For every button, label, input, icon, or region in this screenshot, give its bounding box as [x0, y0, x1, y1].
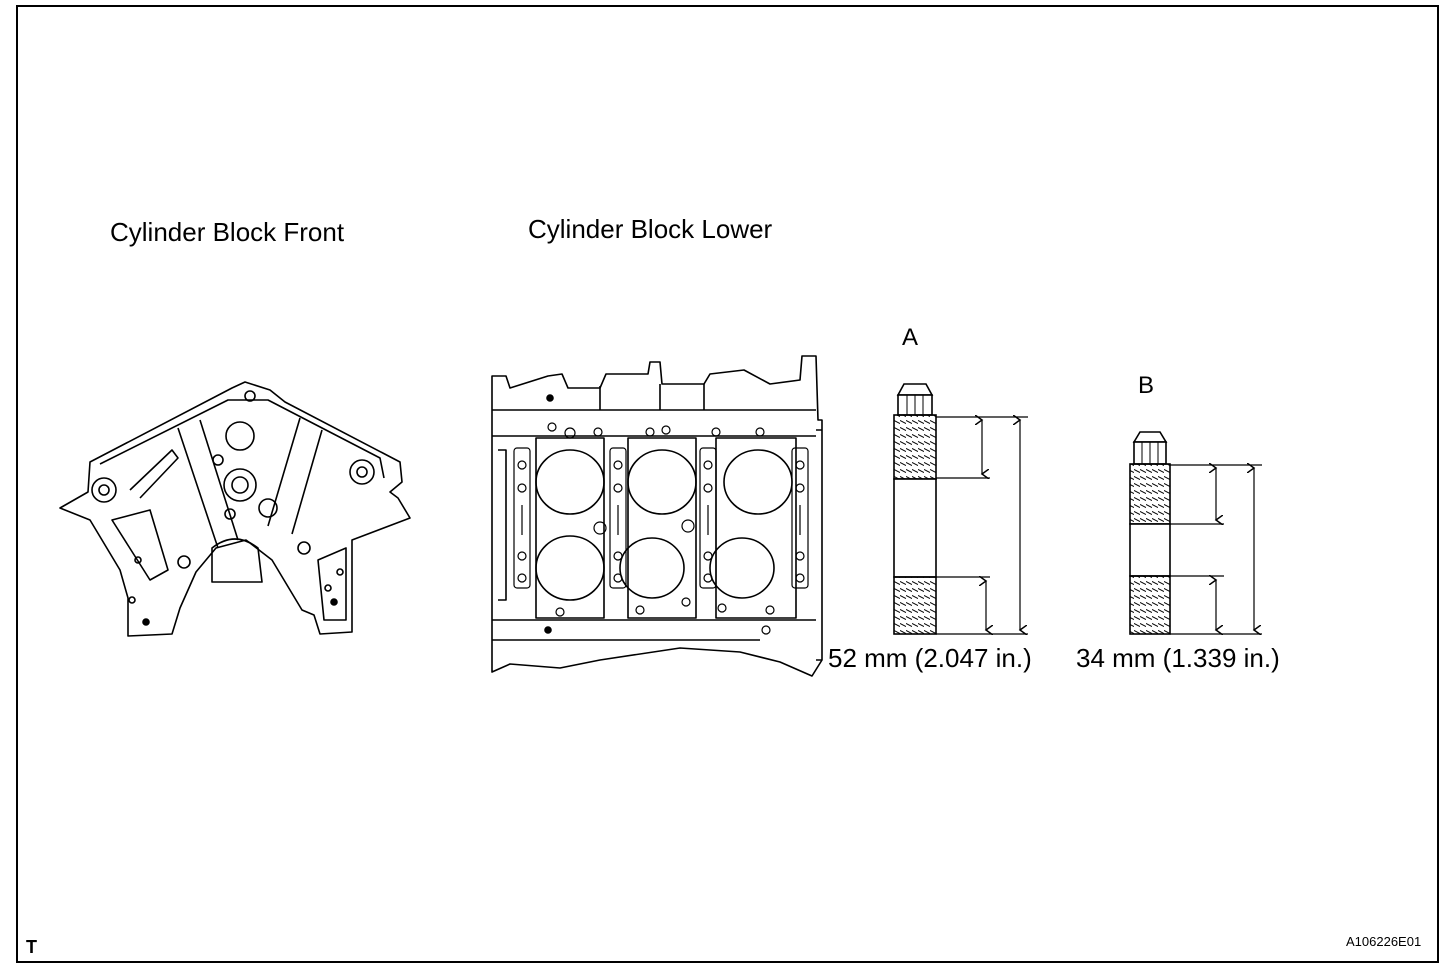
cylinder-block-lower-label: Cylinder Block Lower [528, 214, 773, 244]
engine-block-lower-drawing [491, 355, 823, 677]
corner-mark: T [26, 937, 37, 957]
stud-bolt-a-drawing [893, 383, 1028, 634]
figure-code: A106226E01 [1346, 934, 1422, 949]
stud-bolt-b-drawing [1129, 431, 1262, 634]
cylinder-block-front-label: Cylinder Block Front [110, 217, 345, 247]
bolt-a-label: A [902, 324, 919, 351]
bolt-b-label: B [1138, 372, 1155, 399]
figure-border [16, 5, 1439, 963]
bolt-b-length-label: 34 mm (1.339 in.) [1076, 643, 1280, 673]
engine-block-front-drawing [59, 381, 411, 637]
bolt-a-length-label: 52 mm (2.047 in.) [828, 643, 1032, 673]
